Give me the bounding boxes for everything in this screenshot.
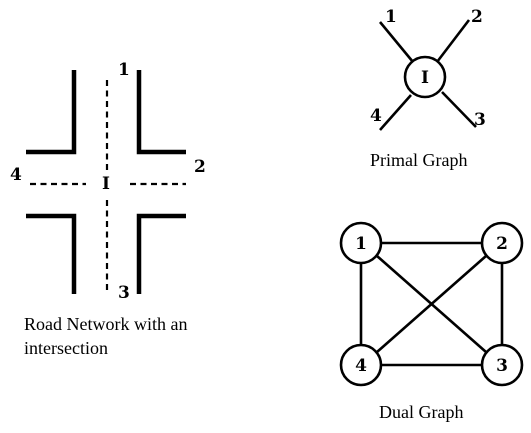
primal-graph-caption: Primal Graph: [370, 150, 467, 170]
dual-node-label-4: 4: [355, 356, 367, 376]
dual-node-3: [480, 343, 524, 387]
road-edge-bottom-right: [136, 213, 186, 294]
primal-graph: I 1 2 3 4 Primal Graph: [370, 7, 486, 170]
primal-end-label-3: 3: [474, 110, 486, 130]
dual-node-4: [339, 343, 383, 387]
road-edge-top-left: [26, 70, 77, 155]
primal-node-intersection: [403, 55, 447, 99]
primal-edge-4: [379, 94, 412, 131]
dual-graph-caption: Dual Graph: [379, 402, 463, 422]
dual-node-label-3: 3: [496, 356, 508, 376]
dual-node-2: [480, 221, 524, 265]
intersection-label: I: [102, 174, 110, 194]
approach-label-1: 1: [118, 60, 130, 80]
dual-graph: 1 2 3 4 Dual Graph: [339, 221, 524, 422]
dual-node-1: [339, 221, 383, 265]
approach-label-4: 4: [10, 165, 22, 185]
road-edge-top-right: [136, 70, 186, 155]
road-edge-bottom-left: [26, 213, 77, 294]
road-network: 1 2 3 4 I Road Network with an intersect…: [10, 60, 206, 358]
dual-node-label-1: 1: [355, 234, 367, 254]
road-network-caption-line1: Road Network with an: [24, 314, 187, 334]
primal-edge-2: [435, 19, 471, 63]
primal-edge-1: [378, 21, 415, 63]
primal-edge-3: [441, 91, 477, 128]
primal-node-label: I: [421, 68, 429, 88]
dual-edge-2-4: [376, 255, 487, 353]
primal-end-label-4: 4: [370, 106, 382, 126]
approach-label-3: 3: [118, 283, 130, 303]
primal-end-label-1: 1: [385, 7, 397, 27]
primal-end-label-2: 2: [471, 7, 483, 27]
dual-node-label-2: 2: [496, 234, 508, 254]
approach-label-2: 2: [194, 157, 206, 177]
road-network-caption-line2: intersection: [24, 338, 108, 358]
